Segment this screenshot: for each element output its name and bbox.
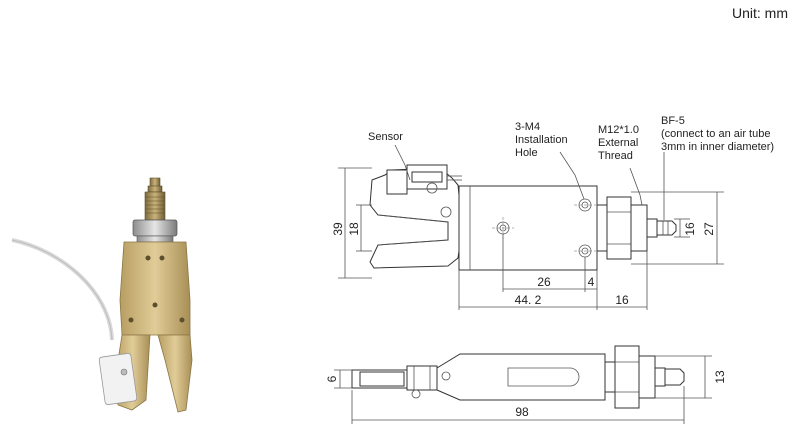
dim-height-27: 27: [702, 222, 716, 236]
callout-fitting-line3: 3mm in inner diameter): [661, 141, 774, 153]
unit-label: Unit: mm: [732, 5, 788, 21]
callout-installation-line3: Hole: [515, 147, 538, 159]
dim-width-44-2: 44. 2: [515, 293, 542, 307]
callout-installation-line1: 3-M4: [515, 121, 540, 133]
callout-thread-line2: External: [598, 137, 638, 149]
dim-width-4: 4: [588, 275, 595, 289]
callout-installation-line2: Installation: [515, 134, 568, 146]
top-view-dimensions: [338, 144, 724, 310]
dim-length-98: 98: [515, 405, 529, 419]
side-view-dimensions: [334, 355, 712, 424]
dim-thickness-6: 6: [325, 375, 339, 382]
dim-height-13: 13: [713, 370, 727, 384]
dim-height-16-right: 16: [683, 222, 697, 236]
side-view-drawing: [351, 345, 685, 409]
dim-height-39: 39: [331, 222, 345, 236]
top-view-drawing: [369, 164, 677, 271]
callout-thread-line3: Thread: [598, 150, 633, 162]
callout-sensor: Sensor: [368, 131, 403, 143]
product-illustration: [11, 177, 193, 413]
dim-width-26: 26: [537, 275, 551, 289]
dim-width-16-bottom: 16: [615, 293, 629, 307]
callout-thread-line1: M12*1.0: [598, 124, 639, 136]
callout-fitting-line1: BF-5: [661, 115, 685, 127]
callout-fitting-line2: (connect to an air tube: [661, 128, 770, 140]
dim-height-18: 18: [347, 222, 361, 236]
